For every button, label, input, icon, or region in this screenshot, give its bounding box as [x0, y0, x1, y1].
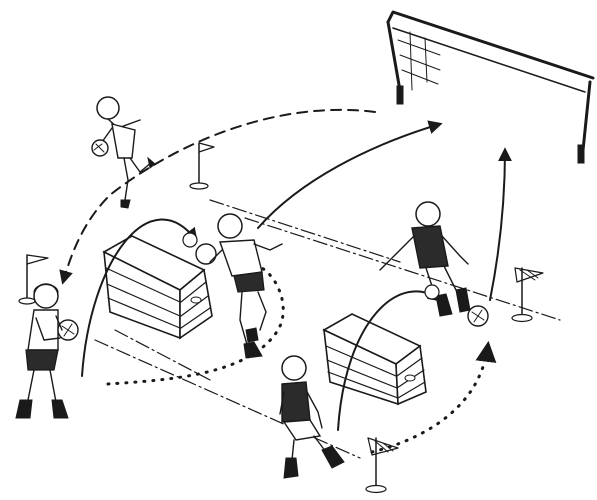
corner-flag-top [190, 143, 214, 189]
vaulting-box-right [324, 314, 426, 404]
soccer-goal [388, 12, 593, 163]
corner-flag-bottom [366, 438, 398, 493]
shot-arrow-right [490, 150, 505, 300]
child-runner-top [92, 97, 155, 208]
child-dribbler-right [380, 202, 488, 326]
corner-flag-right [512, 268, 543, 322]
shot-arrow-left [258, 124, 440, 228]
